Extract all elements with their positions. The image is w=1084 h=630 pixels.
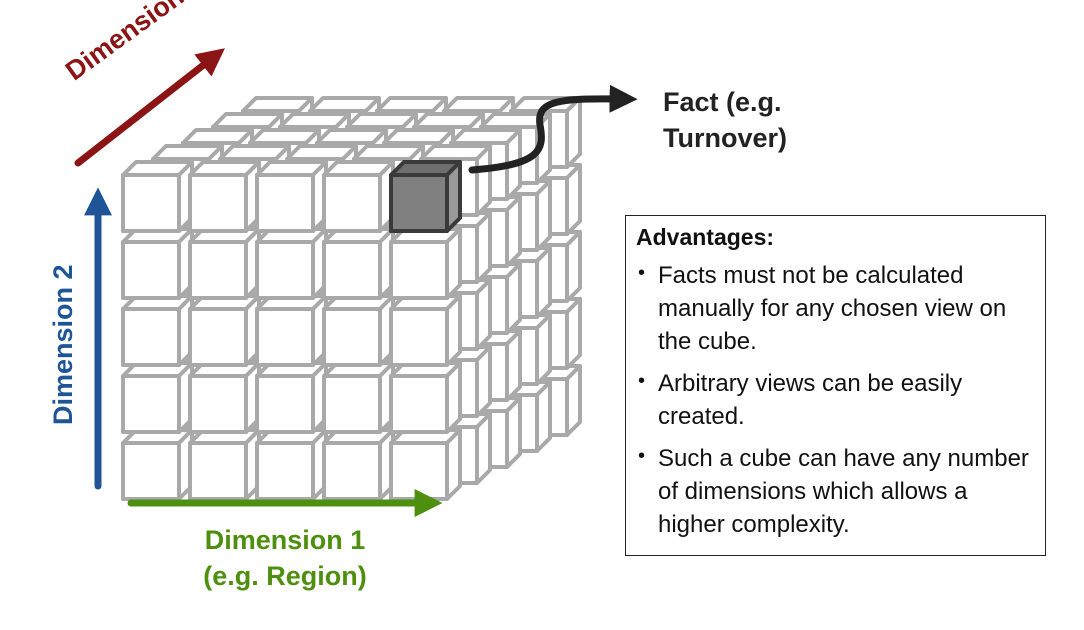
dimension3-arrow — [74, 48, 225, 167]
cube-cell — [188, 227, 261, 300]
dimension1-title: Dimension 1 — [204, 525, 366, 555]
cube-cell — [322, 227, 395, 300]
fact-label-line1: Fact (e.g. — [663, 87, 782, 117]
cube-cell — [389, 227, 462, 300]
cube-cell — [255, 361, 328, 434]
cube-cell — [188, 294, 261, 367]
cube-cell — [188, 428, 261, 501]
cube-cell — [322, 428, 395, 501]
fact-label: Fact (e.g. Turnover) — [663, 84, 787, 156]
advantage-item: •Facts must not be calculated manually f… — [636, 259, 1035, 358]
cube-cell — [121, 428, 194, 501]
bullet-icon: • — [638, 370, 646, 392]
cube-cell — [121, 361, 194, 434]
dimension1-example: (e.g. Region) — [203, 561, 367, 591]
advantage-item: •Such a cube can have any number of dime… — [636, 442, 1035, 541]
cube-cell — [255, 160, 328, 233]
cube-cell — [389, 361, 462, 434]
bullet-icon: • — [638, 262, 646, 284]
cube-cell — [389, 294, 462, 367]
dimension2-label: Dimension 2 — [48, 264, 78, 425]
bullet-icon: • — [638, 445, 646, 467]
cube-cell — [188, 361, 261, 434]
fact-arrow — [468, 84, 638, 174]
cube-cell — [121, 294, 194, 367]
cube-cell — [188, 160, 261, 233]
cube-cell — [255, 428, 328, 501]
fact-label-line2: Turnover) — [663, 123, 788, 153]
advantages-box: Advantages: •Facts must not be calculate… — [625, 215, 1046, 556]
cube-cell — [255, 227, 328, 300]
cube-grid — [121, 96, 582, 501]
cube-cell — [121, 227, 194, 300]
cube-cell — [389, 428, 462, 501]
cube-cell — [322, 294, 395, 367]
dimension1-label: Dimension 1 (e.g. Region) — [150, 522, 420, 594]
advantages-list: •Facts must not be calculated manually f… — [636, 259, 1035, 541]
cube-cell — [255, 294, 328, 367]
cube-cell — [121, 160, 194, 233]
cube-cell — [322, 361, 395, 434]
advantage-item: •Arbitrary views can be easily created. — [636, 367, 1035, 433]
highlighted-fact-cube — [389, 160, 462, 233]
advantages-title: Advantages: — [636, 224, 775, 250]
cube-cell — [322, 160, 395, 233]
